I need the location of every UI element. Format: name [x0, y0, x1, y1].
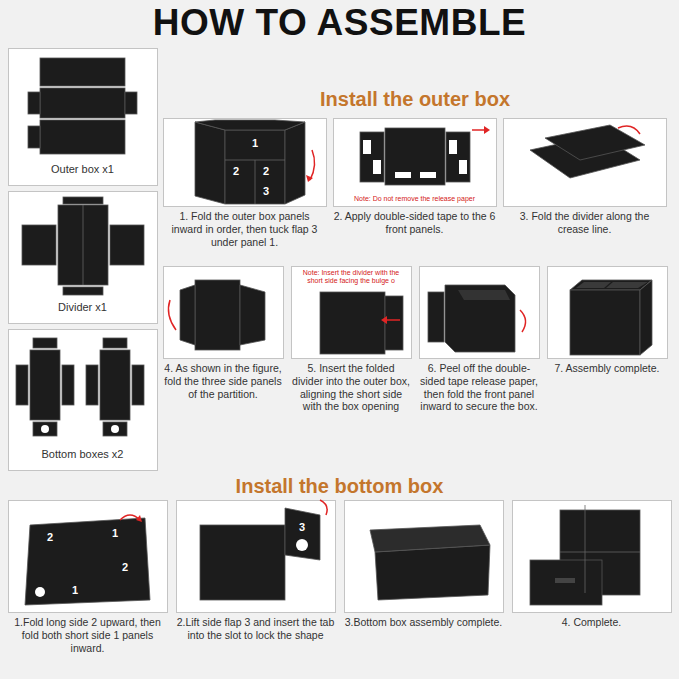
step-caption: 1. Fold the outer box panels inward in o…	[163, 210, 326, 248]
step-panel: 1.Fold long side 2 upward, then fold bot…	[8, 500, 167, 674]
callout-number: 3	[258, 184, 274, 198]
part-panel: Outer box x1	[8, 48, 157, 185]
callout-number: 2	[228, 164, 244, 178]
callout-number: 2	[42, 530, 58, 544]
step-caption: 1.Fold long side 2 upward, then fold bot…	[8, 616, 167, 654]
part-caption: Divider x1	[10, 301, 155, 314]
step-panel: Note: Do not remove the release paper 2. …	[333, 118, 496, 262]
step-caption: 4. Complete.	[512, 616, 671, 629]
step-caption: 6. Peel off the double-sided tape releas…	[419, 362, 539, 413]
step-caption: 3.Bottom box assembly complete.	[344, 616, 503, 629]
step-caption: 5. Insert the folded divider into the ou…	[291, 362, 411, 413]
step-panel: 4. Complete.	[512, 500, 671, 674]
step-panel: 3. Fold the divider along the crease lin…	[503, 118, 666, 262]
part-panel: Divider x1	[8, 191, 157, 323]
page-title: HOW TO ASSEMBLE	[0, 2, 679, 44]
callout-number: 1	[247, 136, 263, 150]
callout-number: 3	[294, 520, 310, 534]
callout-number: 2	[117, 560, 133, 574]
section-heading: Install the bottom box	[0, 475, 679, 498]
part-caption: Outer box x1	[10, 163, 155, 176]
step-caption: 4. As shown in the figure, fold the thre…	[163, 362, 283, 400]
callout-number: 1	[67, 583, 83, 597]
step-panel: 4. As shown in the figure, fold the thre…	[163, 266, 283, 462]
warning-note: Note: Insert the divider with the short …	[295, 269, 407, 285]
part-panel: Bottom boxes x2	[8, 329, 157, 470]
step-caption: 2.Lift side flap 3 and insert the tab in…	[176, 616, 335, 642]
callout-number: 2	[258, 164, 274, 178]
step-caption: 2. Apply double-sided tape to the 6 fron…	[333, 210, 496, 236]
part-caption: Bottom boxes x2	[10, 448, 155, 461]
step-panel: 6. Peel off the double-sided tape releas…	[419, 266, 539, 462]
step-caption: 3. Fold the divider along the crease lin…	[503, 210, 666, 236]
callout-number: 1	[107, 526, 123, 540]
warning-note: Note: Do not remove the release paper	[337, 195, 492, 203]
step-panel: 2.Lift side flap 3 and insert the tab in…	[176, 500, 335, 674]
step-panel: 7. Assembly complete.	[547, 266, 667, 462]
step-caption: 7. Assembly complete.	[547, 362, 667, 375]
step-panel: 1. Fold the outer box panels inward in o…	[163, 118, 326, 262]
step-panel: Note: Insert the divider with the short …	[291, 266, 411, 462]
step-panel: 3.Bottom box assembly complete.	[344, 500, 503, 674]
section-heading: Install the outer box	[163, 88, 667, 111]
